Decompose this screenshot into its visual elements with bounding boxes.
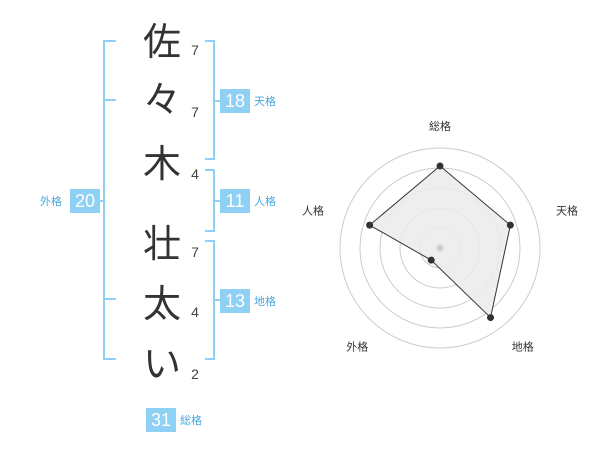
- radar-axis-label: 人格: [302, 203, 324, 217]
- stroke-count: 2: [191, 366, 199, 382]
- stroke-count: 7: [191, 104, 199, 120]
- jinkaku-value: 11: [220, 189, 250, 213]
- chikaku-value: 13: [220, 289, 250, 313]
- radar-point: [487, 314, 495, 322]
- stroke-count: 4: [191, 304, 199, 320]
- name-character: 壮: [142, 222, 181, 266]
- name-character: 太: [142, 282, 181, 326]
- radar-point: [427, 256, 435, 264]
- jinkaku-label: 人格: [254, 195, 276, 208]
- radar-point: [366, 221, 374, 229]
- tenkaku-label: 天格: [254, 95, 276, 108]
- radar-point: [436, 162, 444, 170]
- tenkaku-value: 18: [220, 89, 250, 113]
- name-character: 佐: [142, 20, 181, 64]
- soukaku-label: 総格: [180, 414, 202, 427]
- gaikaku-value: 20: [70, 189, 100, 213]
- radar-center: [436, 244, 444, 252]
- radar-axis-label: 外格: [346, 340, 368, 354]
- radar-ring: [339, 147, 541, 349]
- radar-point: [506, 221, 514, 229]
- radar-axis-label: 地格: [512, 340, 534, 354]
- radar-area: [368, 165, 511, 319]
- stroke-count: 7: [191, 42, 199, 58]
- name-character: 木: [142, 142, 181, 186]
- stroke-count: 4: [191, 166, 199, 182]
- gaikaku-label: 外格: [40, 195, 62, 208]
- name-character: い: [142, 342, 181, 386]
- radar-axis-label: 天格: [556, 203, 578, 217]
- soukaku-value: 31: [146, 408, 176, 432]
- stroke-count: 7: [191, 244, 199, 260]
- radar-axis-label: 総格: [429, 119, 451, 133]
- name-character: 々: [142, 78, 181, 122]
- chikaku-label: 地格: [254, 295, 276, 308]
